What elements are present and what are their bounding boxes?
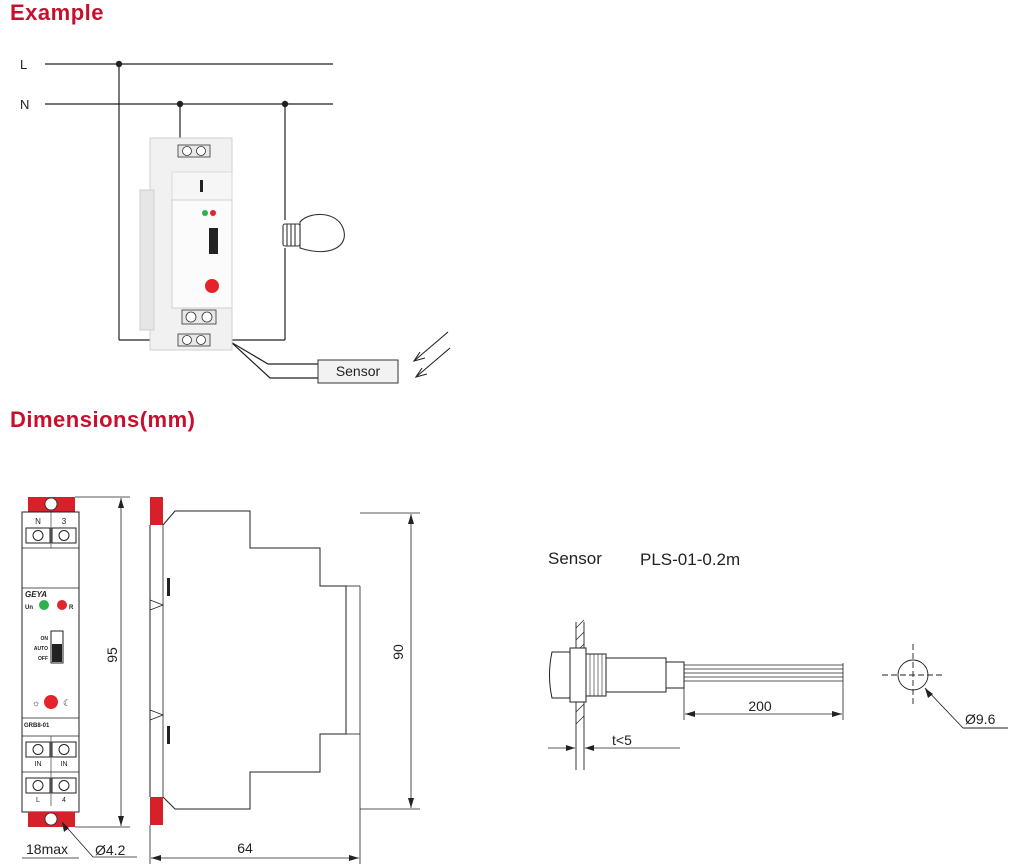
led-un-label: Un	[25, 605, 33, 611]
arrow-head	[832, 711, 842, 717]
led-green-icon	[202, 210, 208, 216]
in-terminal-left-label: IN	[35, 761, 42, 768]
side-view-drawing	[149, 497, 361, 825]
sun-icon: ☼	[32, 698, 40, 708]
line-l-label: L	[20, 57, 27, 72]
dim-cable-length	[683, 684, 844, 720]
brand-logo: GEYA	[25, 590, 47, 599]
sensor-box	[317, 359, 399, 384]
width-label: 18max	[26, 841, 68, 857]
sensor-box-label: Sensor	[336, 363, 381, 379]
led-r-label: R	[69, 605, 74, 611]
arrow-head	[408, 798, 414, 808]
top-terminal-left-label: N	[35, 517, 41, 526]
panel-thickness-label: t<5	[612, 732, 632, 748]
top-terminal-right-label: 3	[62, 517, 67, 526]
dim-height-95	[75, 496, 130, 828]
switch-on-label: ON	[41, 636, 49, 642]
led-red-icon	[57, 600, 67, 610]
arrow-head	[151, 855, 161, 861]
sensor-drawing	[549, 619, 844, 770]
junction-dot	[281, 100, 289, 108]
switch-auto-label: AUTO	[34, 646, 48, 652]
height-total-label: 95	[104, 647, 120, 663]
cable-length-label: 200	[748, 698, 772, 714]
sensor-model-label: PLS-01-0.2m	[640, 550, 740, 569]
model-label: GRB8-01	[24, 723, 50, 729]
sensor-hole-diameter-label: Ø9.6	[965, 711, 996, 727]
arrow-head	[118, 816, 124, 826]
relay-device-illustration	[139, 137, 233, 351]
arrow-head	[685, 711, 695, 717]
junction-dot	[176, 100, 184, 108]
bottom-terminal-left-label: L	[36, 797, 40, 804]
arrow-head	[349, 855, 359, 861]
moon-icon: ☾	[63, 698, 71, 708]
led-green-icon	[39, 600, 49, 610]
dim-depth	[149, 734, 361, 864]
front-view-drawing: ☼ ☾	[21, 497, 80, 827]
dimensions-heading: Dimensions(mm)	[10, 407, 196, 432]
arrow-head	[62, 822, 69, 832]
height-body-label: 90	[390, 644, 406, 660]
arrow-head	[925, 688, 933, 698]
in-terminal-right-label: IN	[61, 761, 68, 768]
lamp-icon	[282, 213, 345, 253]
arrow-head	[566, 745, 575, 751]
junction-dot	[115, 60, 123, 68]
switch-off-label: OFF	[38, 656, 48, 662]
arrow-head	[585, 745, 594, 751]
light-arrows-icon	[412, 331, 451, 378]
example-heading: Example	[10, 0, 104, 25]
mode-switch	[209, 228, 218, 254]
arrow-head	[408, 514, 414, 524]
depth-label: 64	[237, 840, 253, 856]
hole-diameter-label: Ø4.2	[95, 842, 126, 858]
sensitivity-knob	[44, 695, 58, 709]
sensitivity-knob	[205, 279, 219, 293]
sensor-spec-label: Sensor	[548, 549, 602, 568]
arrow-head	[118, 498, 124, 508]
line-n-label: N	[20, 97, 29, 112]
mounting-hole-drawing	[882, 644, 1008, 729]
bottom-terminal-right-label: 4	[62, 797, 66, 804]
led-red-icon	[210, 210, 216, 216]
dim-height-90	[360, 512, 420, 810]
